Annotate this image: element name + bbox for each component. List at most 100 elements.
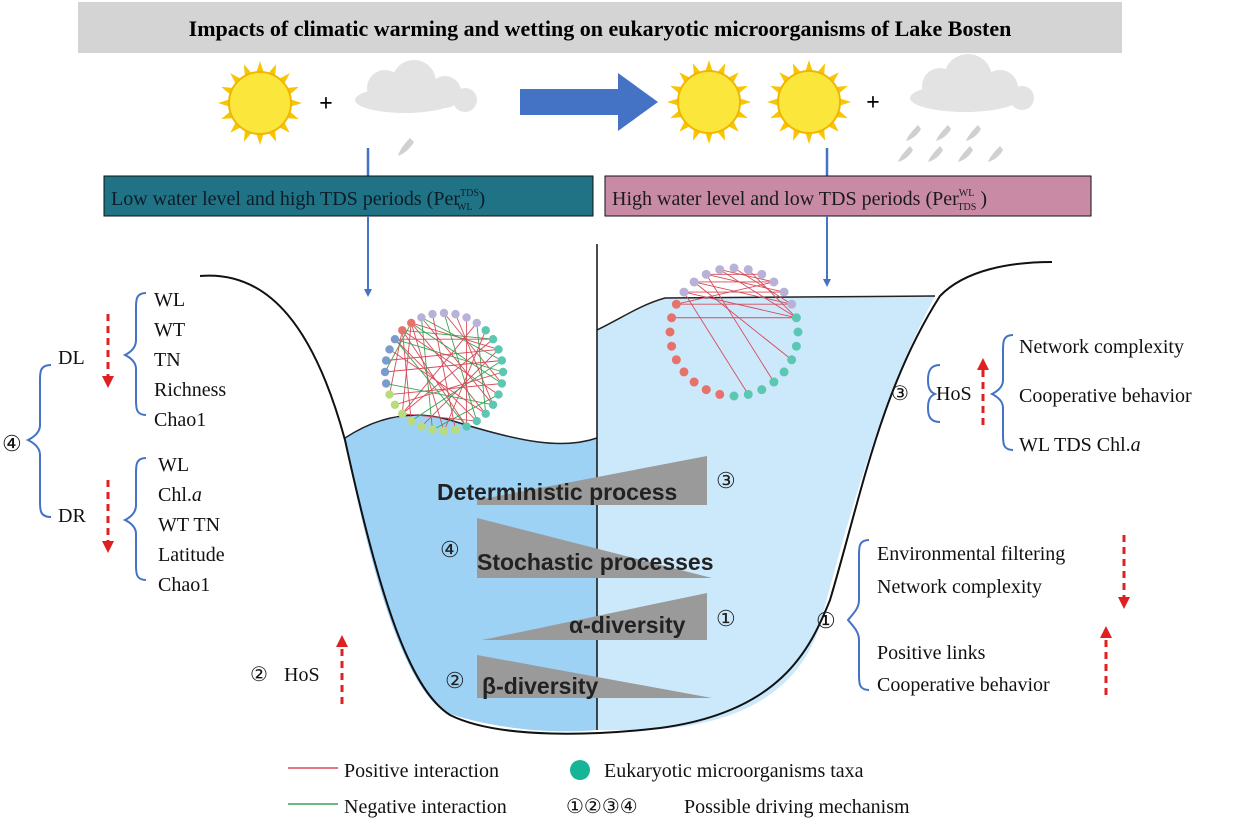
- legend-mechanism-marks: ①②③④: [566, 796, 638, 818]
- taxa-node: [385, 345, 394, 354]
- dr-item-chla: Chl.a: [158, 484, 202, 506]
- beta-label: β-diversity: [482, 673, 599, 699]
- brace-right-lower: [846, 539, 870, 691]
- title-bar: [78, 2, 1122, 53]
- taxa-node: [757, 385, 767, 395]
- cloud-heavy-rain-icon: [898, 54, 1034, 162]
- taxa-node: [481, 326, 490, 335]
- taxa-node: [488, 400, 498, 409]
- positive-edge: [683, 291, 797, 319]
- positive-links: Positive links: [877, 642, 986, 664]
- positive-edge: [386, 348, 499, 361]
- taxa-node: [498, 367, 508, 377]
- taxa-node: [671, 355, 681, 365]
- taxa-node: [380, 367, 390, 377]
- network-right: [665, 263, 803, 401]
- taxa-node: [381, 379, 391, 388]
- taxa-node: [398, 326, 407, 335]
- taxa-node: [689, 377, 699, 387]
- positive-edge: [443, 330, 487, 432]
- sun-icon: [767, 60, 851, 144]
- taxa-node: [757, 269, 767, 279]
- period-label-low: Low water level and high TDS periods (Pe…: [111, 188, 485, 213]
- sun-ray: [289, 99, 302, 107]
- taxa-node: [779, 287, 789, 297]
- dl-item: WL: [154, 289, 185, 311]
- dr-item: WT TN: [158, 514, 220, 536]
- taxa-node: [451, 425, 460, 435]
- legend-negative: Negative interaction: [344, 796, 507, 818]
- left-lower-hos: HoS: [284, 664, 320, 686]
- taxa-node: [689, 277, 699, 287]
- lake-water-right: [597, 296, 935, 730]
- positive-edge: [384, 360, 502, 373]
- taxa-node: [462, 422, 471, 431]
- brace-outer: [25, 364, 52, 518]
- negative-edge: [476, 322, 487, 414]
- negative-edge: [420, 317, 433, 430]
- sun-disc: [228, 71, 292, 135]
- arrow-head-red: [1100, 626, 1112, 638]
- negative-edge: [384, 322, 412, 373]
- taxa-node: [462, 313, 471, 322]
- positive-edge: [733, 267, 792, 305]
- deterministic-wedge: [477, 456, 707, 505]
- sun-disc: [677, 70, 741, 134]
- env-filtering: Environmental filtering: [877, 543, 1065, 565]
- taxa-node: [787, 299, 797, 309]
- taxa-node: [701, 385, 711, 395]
- negative-edge: [410, 360, 503, 422]
- positive-edge: [683, 291, 749, 395]
- network-complexity: Network complexity: [877, 576, 1042, 598]
- cooperative-behavior: Cooperative behavior: [877, 674, 1050, 696]
- positive-edge: [747, 269, 797, 319]
- taxa-node: [729, 263, 739, 273]
- sun-ray: [667, 98, 680, 106]
- positive-edge: [693, 281, 792, 361]
- taxa-node: [791, 313, 801, 323]
- brace-dr: [122, 457, 147, 581]
- positive-edge: [401, 330, 412, 422]
- arrow-head-red: [1118, 597, 1130, 609]
- beta-wedge: [477, 655, 712, 698]
- negative-edge: [394, 338, 467, 427]
- stochastic-wedge: [477, 518, 712, 578]
- positive-edge: [432, 314, 456, 430]
- brace-dl: [122, 292, 147, 416]
- dl-item: TN: [154, 349, 181, 371]
- taxa-node: [488, 335, 498, 344]
- sun-icon: [218, 61, 302, 145]
- positive-edge: [401, 322, 412, 414]
- taxa-node: [715, 265, 725, 275]
- period-label-high: High water level and low TDS periods (Pe…: [612, 188, 987, 213]
- marker-1: ①: [716, 606, 736, 631]
- taxa-node: [787, 355, 797, 365]
- positive-edge: [693, 281, 792, 305]
- taxa-node: [390, 335, 400, 344]
- brace-hos-right: [989, 334, 1014, 451]
- arrow-head-red: [336, 635, 348, 647]
- plus-sign: +: [866, 90, 880, 116]
- sun-ray: [705, 60, 713, 73]
- taxa-node: [451, 309, 460, 319]
- left-panel-marker: ④: [2, 431, 22, 456]
- taxa-node: [779, 367, 789, 377]
- positive-edge: [705, 274, 775, 383]
- taxa-node: [494, 345, 503, 354]
- arrow-head-red: [102, 541, 114, 553]
- taxa-node: [428, 309, 437, 319]
- positive-edge: [455, 313, 494, 405]
- taxa-node: [497, 356, 507, 365]
- arrow-head-red: [102, 376, 114, 388]
- taxa-node: [793, 327, 803, 337]
- legend-taxa-dot: [570, 760, 590, 780]
- sun-ray: [805, 60, 813, 73]
- negative-edge: [443, 312, 478, 422]
- taxa-node: [417, 313, 426, 322]
- sun-ray: [738, 98, 751, 106]
- taxa-node: [667, 341, 677, 351]
- marker-3: ③: [716, 468, 736, 493]
- positive-edge: [443, 312, 503, 384]
- positive-edge: [389, 383, 502, 396]
